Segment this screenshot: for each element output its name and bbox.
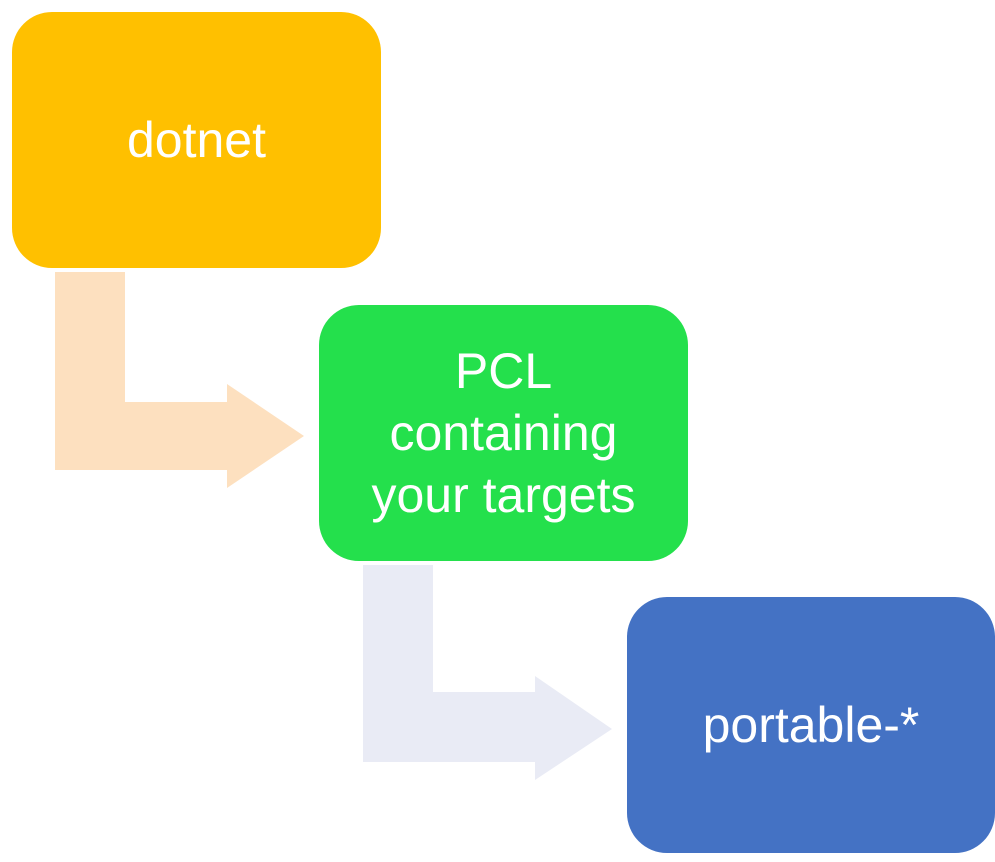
step-box-pcl: PCL containing your targets	[319, 305, 688, 561]
step-label-dotnet: dotnet	[126, 112, 266, 168]
bent-arrow-pcl-to-portable	[363, 565, 612, 780]
step-box-portable: portable-*	[627, 597, 995, 853]
step-label-portable: portable-*	[702, 697, 920, 753]
step-label-pcl: PCL containing your targets	[371, 343, 636, 523]
bent-arrow-dotnet-to-pcl	[55, 272, 304, 488]
step-box-dotnet: dotnet	[12, 12, 381, 268]
